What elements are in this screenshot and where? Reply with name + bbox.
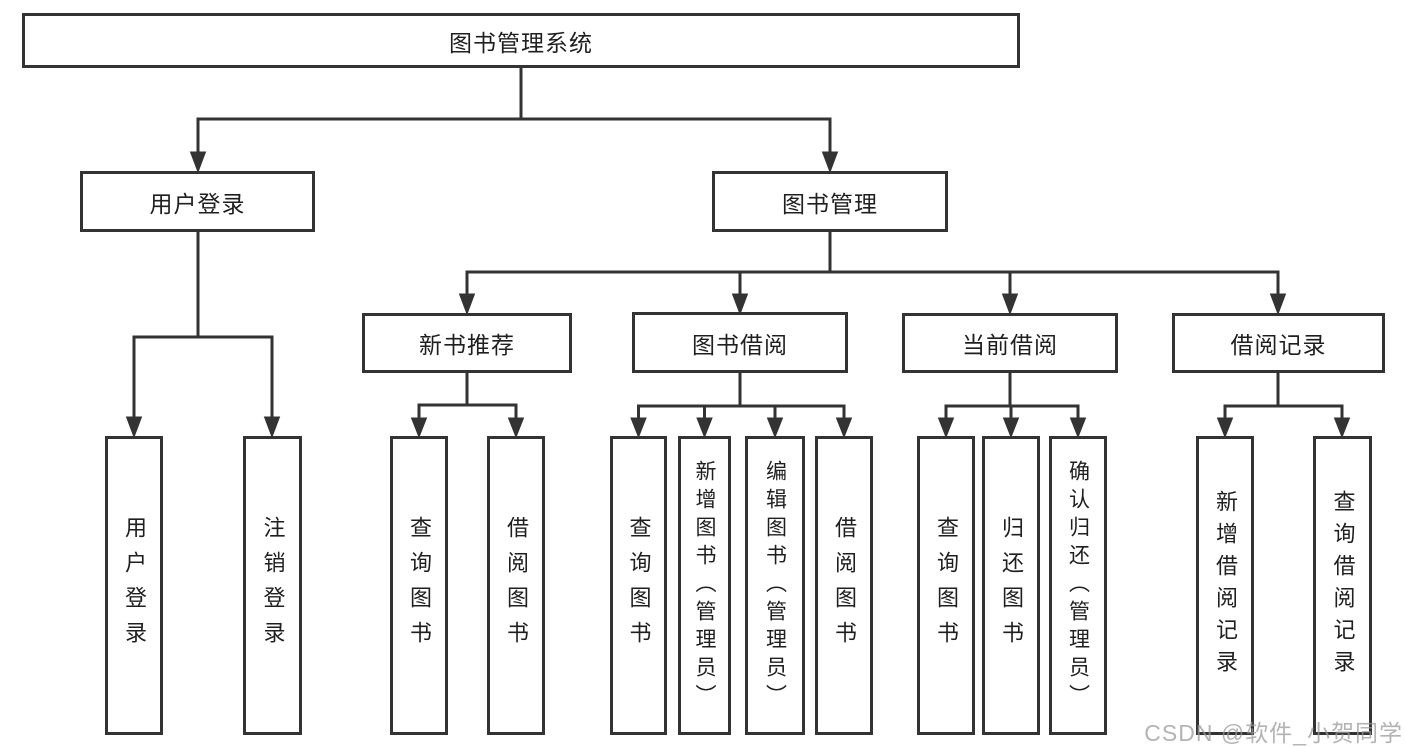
leaf-edit-books-admin: 编辑图书（管理员） — [745, 436, 805, 735]
node-root-library-system: 图书管理系统 — [22, 13, 1020, 68]
leaf-add-borrow-record: 新增借阅记录 — [1196, 436, 1254, 735]
leaf-edit-books-admin-label: 编辑图书（管理员） — [763, 459, 787, 712]
connector-borrow-to-leaves — [630, 371, 853, 439]
leaf-add-books-admin-label: 新增图书（管理员） — [693, 459, 716, 712]
connector-records-to-leaves — [1216, 371, 1351, 439]
csdn-watermark: CSDN @软件_小贺同学 — [1144, 720, 1403, 746]
leaf-borrow-books: 借阅图书 — [815, 436, 873, 735]
node-new-book-recommend: 新书推荐 — [362, 313, 572, 373]
node-user-login-label: 用户登录 — [149, 190, 246, 217]
leaf-query-borrow-record: 查询借阅记录 — [1313, 436, 1372, 735]
leaf-current-query-books-label: 查询图书 — [934, 515, 959, 656]
node-root-label: 图书管理系统 — [449, 29, 593, 56]
node-borrow-records: 借阅记录 — [1172, 313, 1385, 373]
node-book-management: 图书管理 — [712, 171, 948, 232]
leaf-borrow-query-books-label: 查询图书 — [626, 515, 652, 656]
connector-recommend-to-leaves — [410, 371, 525, 439]
node-borrow-records-label: 借阅记录 — [1230, 332, 1327, 358]
leaf-recommend-borrow-books: 借阅图书 — [487, 436, 545, 735]
leaf-confirm-return-admin: 确认归还（管理员） — [1049, 436, 1107, 735]
leaf-logout-label: 注销登录 — [260, 515, 286, 656]
leaf-recommend-query-books: 查询图书 — [390, 436, 448, 735]
leaf-user-login: 用户登录 — [105, 436, 163, 735]
leaf-user-login-label: 用户登录 — [122, 515, 147, 656]
leaf-borrow-books-label: 借阅图书 — [832, 515, 857, 656]
connector-root-to-level2 — [189, 66, 839, 174]
connector-current-to-leaves — [937, 371, 1087, 439]
leaf-borrow-query-books: 查询图书 — [610, 436, 667, 735]
leaf-confirm-return-admin-label: 确认归还（管理员） — [1066, 459, 1090, 712]
leaf-recommend-borrow-books-label: 借阅图书 — [504, 515, 529, 656]
leaf-query-borrow-record-label: 查询借阅记录 — [1330, 489, 1356, 682]
node-book-borrow-label: 图书借阅 — [692, 331, 788, 358]
leaf-return-books: 归还图书 — [982, 436, 1040, 735]
leaf-add-borrow-record-label: 新增借阅记录 — [1213, 489, 1238, 682]
leaf-return-books-label: 归还图书 — [999, 515, 1024, 656]
node-book-management-label: 图书管理 — [782, 190, 878, 217]
leaf-logout: 注销登录 — [243, 436, 302, 735]
node-user-login: 用户登录 — [80, 171, 315, 232]
node-current-borrow-label: 当前借阅 — [962, 332, 1058, 358]
leaf-recommend-query-books-label: 查询图书 — [407, 515, 432, 656]
leaf-current-query-books: 查询图书 — [917, 436, 975, 735]
leaf-add-books-admin: 新增图书（管理员） — [678, 436, 731, 735]
node-new-book-recommend-label: 新书推荐 — [419, 332, 515, 358]
node-book-borrow: 图书借阅 — [632, 312, 848, 373]
node-current-borrow: 当前借阅 — [902, 313, 1118, 373]
connector-user-login-to-leaves — [125, 230, 281, 439]
connector-book-mgmt-to-level3 — [458, 230, 1287, 316]
